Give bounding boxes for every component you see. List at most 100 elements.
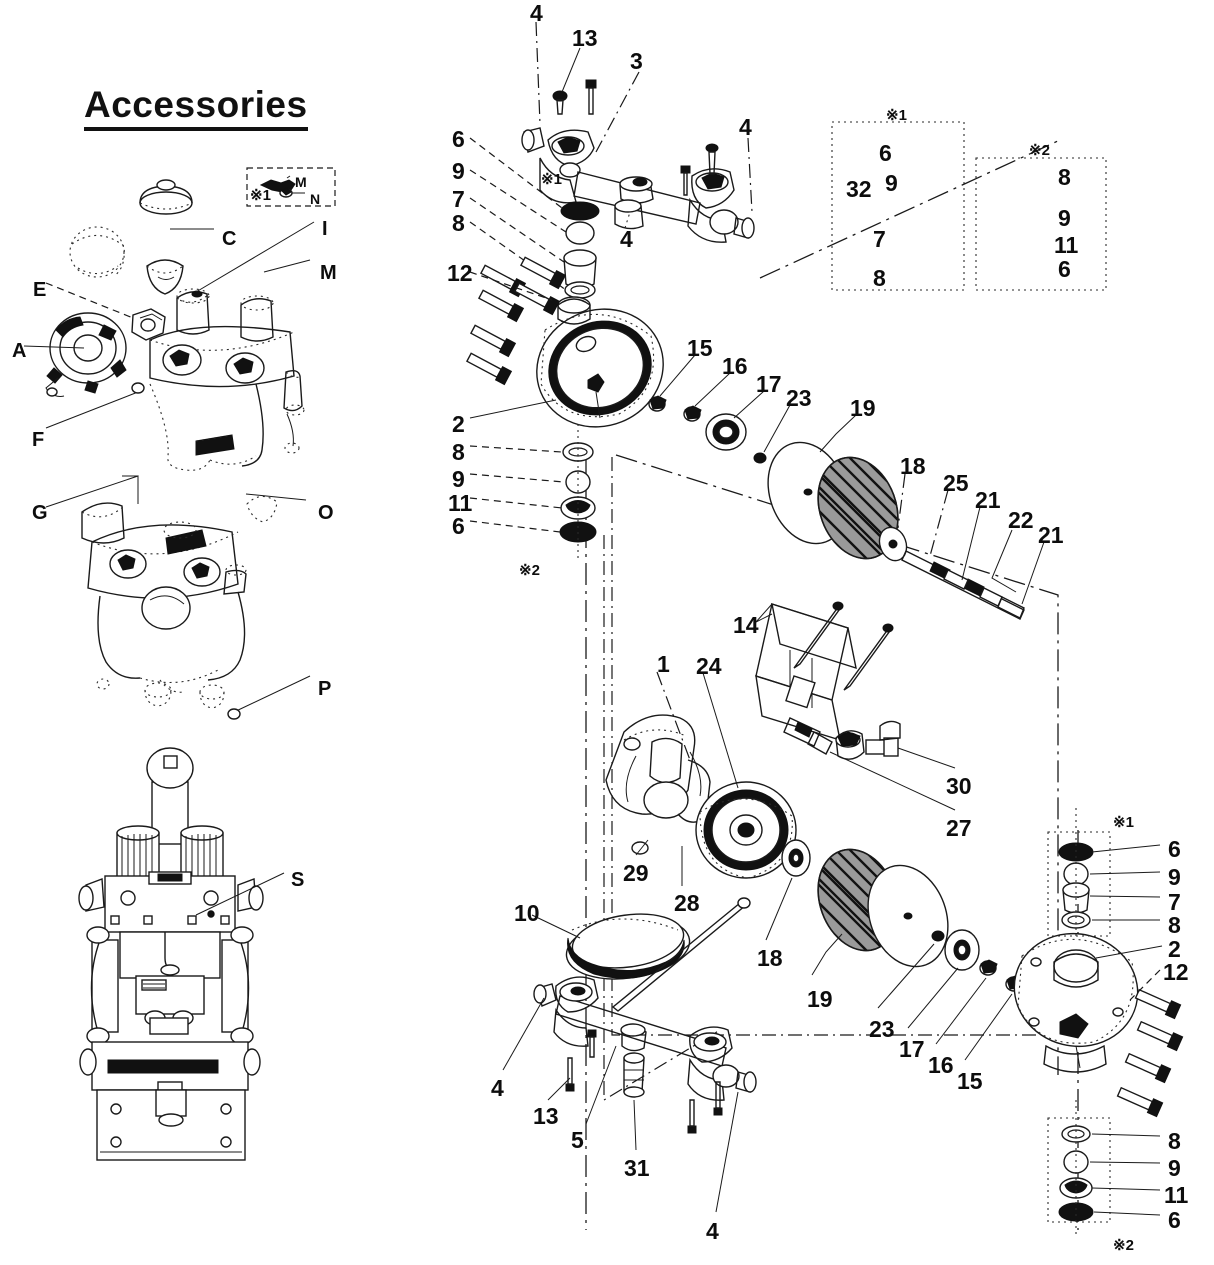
part-callout-17-36: 17 bbox=[899, 1036, 925, 1062]
part-11-r2 bbox=[1059, 1177, 1093, 1199]
section-line-upper bbox=[759, 139, 1061, 279]
leader-24 bbox=[702, 672, 739, 789]
leader-4-bl bbox=[502, 997, 545, 1071]
part-callout-30-28: 30 bbox=[946, 773, 972, 799]
part-callout-28-31: 28 bbox=[674, 890, 700, 916]
part-callout-3-2: 3 bbox=[630, 48, 643, 74]
leader-11-r2 bbox=[1091, 1187, 1161, 1191]
accessory-callout-g: G bbox=[32, 502, 48, 524]
accessory-connector-e bbox=[131, 308, 166, 341]
part-callout-8-50: 8 bbox=[1168, 1128, 1181, 1154]
leader-15l bbox=[964, 993, 1013, 1061]
inset2-callout-6-3: 6 bbox=[1058, 256, 1071, 282]
leader-12-upper bbox=[469, 271, 553, 301]
inset2-callout-8-0: 8 bbox=[1058, 164, 1071, 190]
right-stack-inset1 bbox=[1047, 831, 1111, 937]
page-title: Accessories bbox=[84, 85, 308, 131]
accessory-pump-head-a bbox=[45, 312, 127, 397]
leader-13-top bbox=[561, 47, 581, 93]
part-callout-15-38: 15 bbox=[957, 1068, 983, 1094]
leader-22u bbox=[991, 529, 1017, 593]
part-24-wheel bbox=[695, 781, 797, 879]
leader-m2 bbox=[263, 259, 311, 273]
bottom-manifold-assembly bbox=[533, 897, 757, 1134]
part-callout-4-8: 4 bbox=[620, 226, 633, 252]
leader-6c bbox=[469, 520, 561, 533]
leader-4-mid bbox=[624, 211, 631, 229]
accessory-bolt-f bbox=[131, 382, 145, 394]
section-line-right bbox=[615, 454, 1059, 1075]
part-callout-23-18: 23 bbox=[786, 385, 812, 411]
inset1-callout-9-2: 9 bbox=[885, 170, 898, 196]
part-callout-18-20: 18 bbox=[900, 453, 926, 479]
accessory-fitting-mn bbox=[259, 179, 296, 198]
accessory-callout-e: E bbox=[33, 279, 47, 301]
part-18-washer-lower bbox=[781, 839, 811, 877]
accessory-callout-c: C bbox=[222, 228, 237, 250]
part-callout-8-47: 8 bbox=[1168, 912, 1181, 938]
leader-16u bbox=[694, 372, 731, 407]
part-callout-7-6: 7 bbox=[452, 186, 465, 212]
part-31 bbox=[620, 1023, 647, 1098]
accessory-callout-s: S bbox=[291, 869, 305, 891]
part-callout-22-23: 22 bbox=[1008, 507, 1034, 533]
leader-11b bbox=[469, 497, 563, 509]
part-callout-4-39: 4 bbox=[491, 1075, 504, 1101]
part-callout-8-7: 8 bbox=[452, 210, 465, 236]
part-callout-14-25: 14 bbox=[733, 612, 759, 638]
part-callout-24-27: 24 bbox=[696, 653, 722, 679]
leader-21u2 bbox=[1021, 541, 1045, 605]
part-callout-7-46: 7 bbox=[1168, 889, 1181, 915]
center-housing-2 bbox=[536, 296, 664, 428]
leader-s bbox=[195, 872, 285, 916]
leader-7a bbox=[469, 197, 565, 263]
section-marker-1: ※1 bbox=[1113, 814, 1134, 831]
accessory-knob-c bbox=[139, 179, 193, 215]
accessory-inset-callout-n: N bbox=[310, 191, 321, 207]
part-10-gasket bbox=[565, 913, 691, 980]
leader-10 bbox=[531, 914, 581, 939]
leader-f bbox=[45, 391, 139, 429]
part-callout-19-19: 19 bbox=[850, 395, 876, 421]
part-callout-4-3: 4 bbox=[739, 114, 752, 140]
leader-4-br bbox=[715, 1091, 739, 1213]
inset1-callout-6-0: 6 bbox=[879, 140, 892, 166]
part-9b bbox=[565, 470, 591, 494]
leader-4-topright bbox=[747, 137, 753, 213]
leader-2-lr bbox=[1095, 945, 1163, 959]
part-callout-18-33: 18 bbox=[757, 945, 783, 971]
leader-o bbox=[245, 493, 307, 501]
bolts-12-lower-right bbox=[1116, 988, 1184, 1118]
part-callout-13-40: 13 bbox=[533, 1103, 559, 1129]
part-9-upper bbox=[565, 221, 595, 245]
part-callout-11-52: 11 bbox=[1164, 1182, 1189, 1208]
part-callout-4-43: 4 bbox=[706, 1218, 719, 1244]
leader-13-bl bbox=[547, 1077, 571, 1101]
part-6-r2 bbox=[1058, 1202, 1094, 1222]
leader-23u bbox=[763, 404, 791, 453]
inset2-marker: ※2 bbox=[1029, 142, 1050, 159]
leader-14 bbox=[755, 613, 773, 623]
part-callout-9-12: 9 bbox=[452, 466, 465, 492]
part-27-link bbox=[783, 717, 833, 755]
inset2-callout-9-1: 9 bbox=[1058, 205, 1071, 231]
upper-diaphragm-group bbox=[648, 395, 1025, 620]
air-motor-block-14 bbox=[755, 601, 901, 760]
part-30-valve bbox=[835, 720, 901, 760]
leader-18u bbox=[897, 473, 906, 529]
accessory-inset-box bbox=[246, 167, 336, 207]
seat-stack-upper bbox=[560, 201, 600, 299]
section-marker-2: ※2 bbox=[1113, 1237, 1134, 1254]
accessory-inset-callout-m: M bbox=[295, 174, 307, 190]
accessory-bolt-p bbox=[227, 708, 241, 720]
accessory-body-assembly bbox=[149, 288, 305, 471]
top-manifold-assembly bbox=[521, 79, 755, 243]
accessory-callout-m: M bbox=[320, 262, 337, 284]
leader-3 bbox=[595, 71, 640, 153]
part-callout-4-0: 4 bbox=[530, 0, 543, 26]
part-callout-8-11: 8 bbox=[452, 439, 465, 465]
right-stack-inset2 bbox=[1047, 1117, 1111, 1223]
section-marker-0: ※2 bbox=[519, 562, 540, 579]
